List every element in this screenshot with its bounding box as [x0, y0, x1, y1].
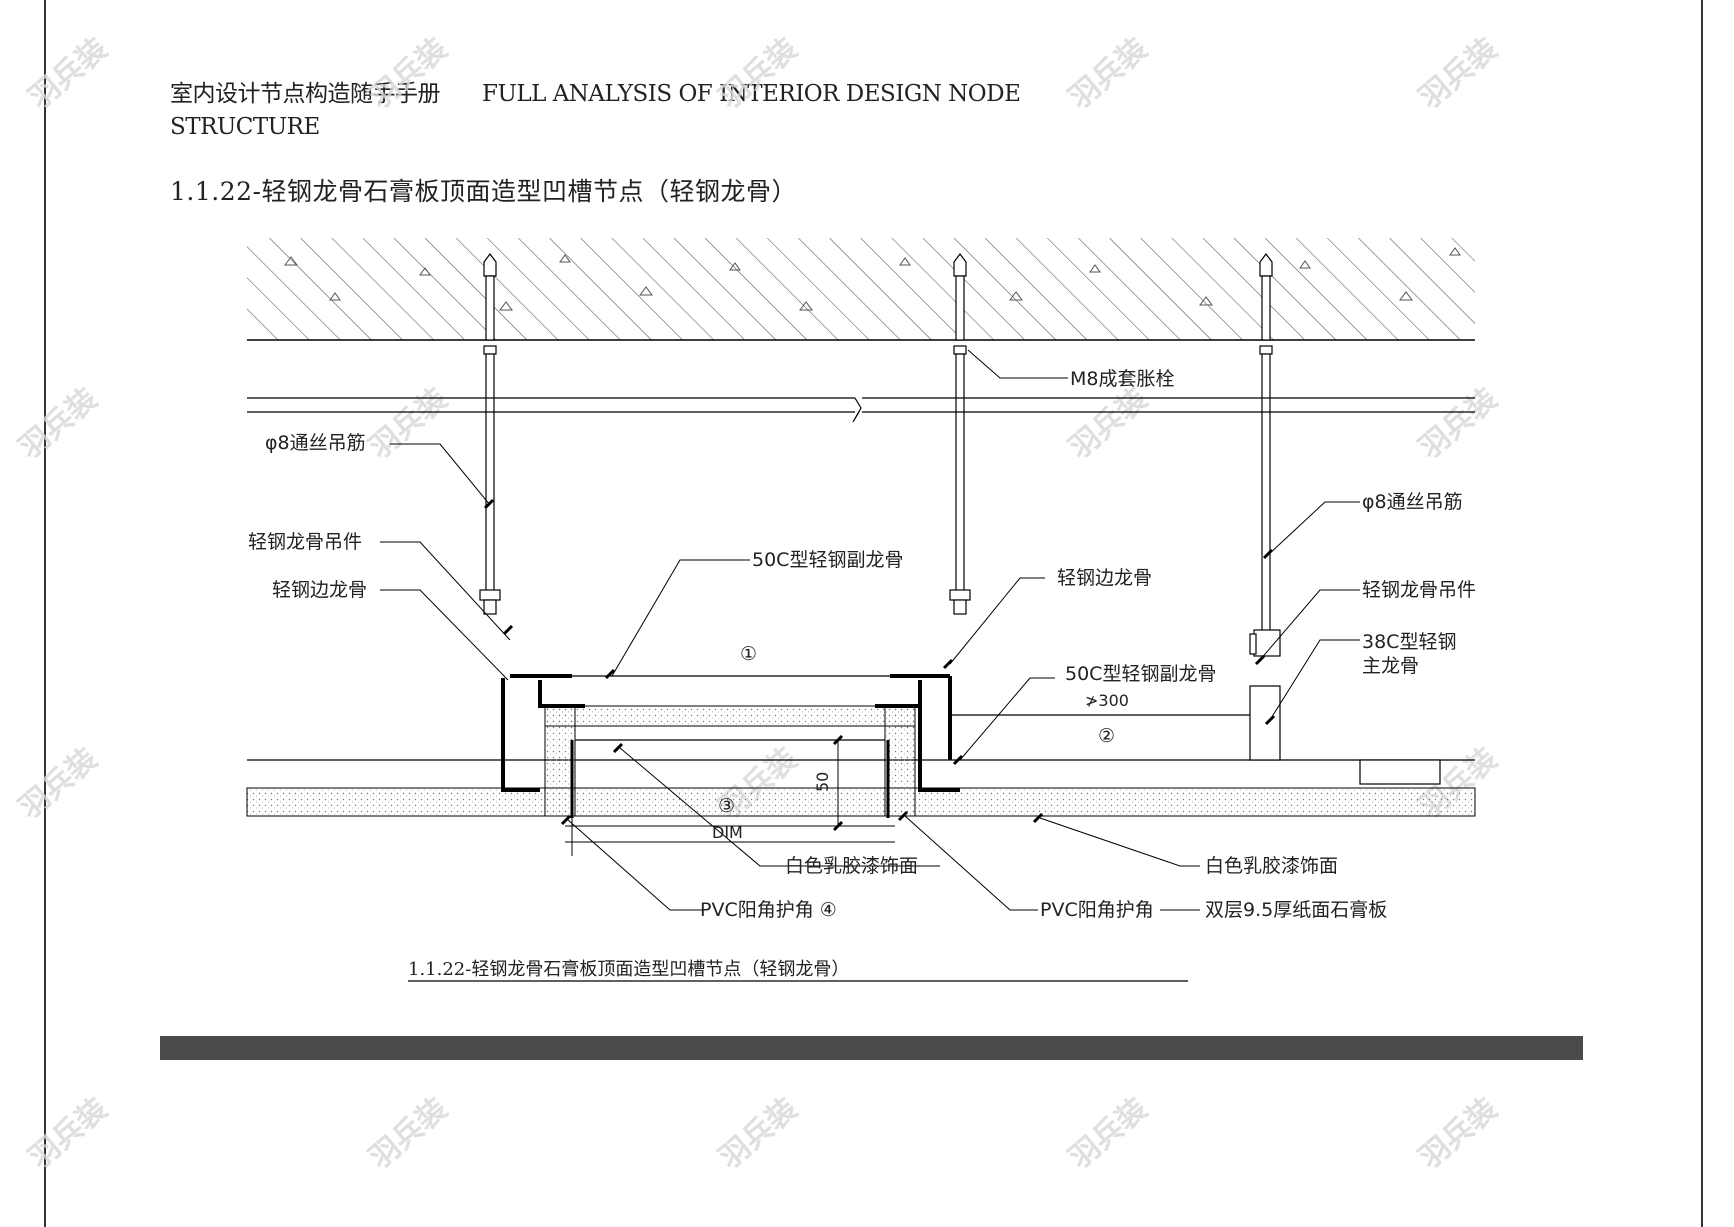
label-main-keel-line1: 38C型轻钢 — [1362, 631, 1456, 653]
watermark: 羽兵装 — [23, 1091, 114, 1176]
watermark: 羽兵装 — [23, 31, 114, 116]
watermark: 羽兵装 — [13, 381, 104, 466]
concrete-slab — [247, 238, 1475, 341]
watermark: 羽兵装 — [1063, 1091, 1154, 1176]
frame-right-border — [1701, 0, 1703, 1227]
label-main-keel-line2: 主龙骨 — [1362, 655, 1419, 677]
watermark: 羽兵装 — [363, 381, 454, 466]
watermark: 羽兵装 — [363, 1091, 454, 1176]
leader-lines — [380, 349, 1360, 911]
watermark: 羽兵装 — [1413, 1091, 1504, 1176]
label-pvc-left: PVC阳角护角 ④ — [700, 899, 837, 921]
frame-left-border — [44, 0, 46, 1227]
label-sub-keel-top: 50C型轻钢副龙骨 — [752, 549, 903, 571]
label-latex-center: 白色乳胶漆饰面 — [785, 855, 918, 877]
label-latex-right: 白色乳胶漆饰面 — [1205, 855, 1338, 877]
header-title-cn: 室内设计节点构造随手手册 — [170, 81, 441, 107]
label-hanger-rod-left: φ8通丝吊筋 — [265, 432, 366, 454]
header-title-en-line2: STRUCTURE — [170, 114, 320, 140]
label-hanger-right: 轻钢龙骨吊件 — [1362, 579, 1476, 601]
section-title: 1.1.22-轻钢龙骨石膏板顶面造型凹槽节点（轻钢龙骨） — [170, 177, 797, 206]
hanger-clips — [479, 589, 1281, 657]
diagram-caption: 1.1.22-轻钢龙骨石膏板顶面造型凹槽节点（轻钢龙骨） — [408, 958, 849, 980]
label-edge-keel-right: 轻钢边龙骨 — [1057, 567, 1152, 589]
marker-1: ① — [740, 643, 757, 665]
break-line — [247, 397, 1475, 423]
watermark: 羽兵装 — [1063, 381, 1154, 466]
marker-2: ② — [1098, 725, 1115, 747]
watermark: 羽兵装 — [1413, 381, 1504, 466]
label-gypsum: 双层9.5厚纸面石膏板 — [1205, 898, 1387, 921]
dim-50: 50 — [813, 772, 832, 792]
ceiling-structure — [246, 674, 1476, 818]
watermark: 羽兵装 — [713, 1091, 804, 1176]
label-edge-keel-left: 轻钢边龙骨 — [272, 579, 367, 601]
anchor-bolts — [483, 253, 1273, 341]
label-pvc-right: PVC阳角护角 — [1040, 899, 1154, 921]
marker-3: ③ — [718, 795, 735, 817]
label-hanger-left: 轻钢龙骨吊件 — [248, 531, 362, 553]
label-anchor-bolt: M8成套胀栓 — [1070, 368, 1174, 390]
dim-text: DIM — [712, 823, 743, 842]
label-spacing: ≯300 — [1085, 691, 1129, 710]
header-title-en: FULL ANALYSIS OF INTERIOR DESIGN NODE — [482, 81, 1021, 107]
watermarks: 羽兵装 羽兵装 羽兵装 羽兵装 羽兵装 羽兵装 羽兵装 羽兵装 羽兵装 羽兵装 … — [13, 31, 1504, 1176]
watermark: 羽兵装 — [363, 31, 454, 116]
watermark: 羽兵装 — [1063, 31, 1154, 116]
watermark: 羽兵装 — [1413, 31, 1504, 116]
label-sub-keel-right: 50C型轻钢副龙骨 — [1065, 663, 1216, 685]
label-hanger-rod-right: φ8通丝吊筋 — [1362, 491, 1463, 513]
watermark: 羽兵装 — [713, 31, 804, 116]
watermark: 羽兵装 — [13, 741, 104, 826]
leader-ticks — [483, 498, 1276, 832]
page-header: 室内设计节点构造随手手册 FULL ANALYSIS OF INTERIOR DE… — [170, 78, 1021, 144]
bottom-bar — [160, 1036, 1583, 1060]
